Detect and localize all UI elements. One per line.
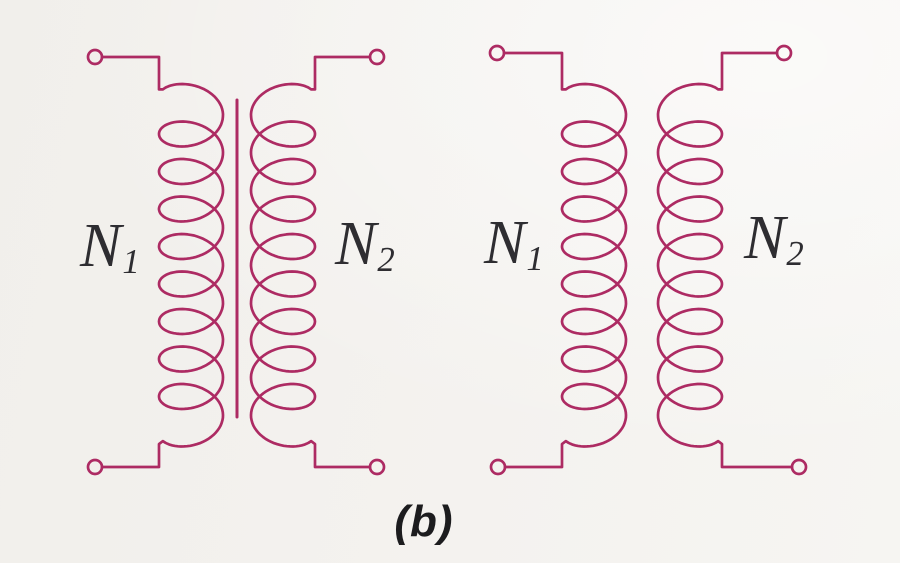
label-subscript: 2 <box>377 239 395 279</box>
circuit-strokes <box>86 44 808 476</box>
figure-caption: (b) <box>394 497 454 546</box>
top-terminal-icon <box>488 44 506 62</box>
label-letter: N <box>484 209 526 277</box>
winding-conductor-path <box>656 51 794 469</box>
winding-conductor-path <box>502 51 628 469</box>
right-transformer <box>488 44 808 476</box>
bottom-terminal-icon <box>86 458 104 476</box>
left-secondary-winding <box>249 48 386 476</box>
bottom-terminal-icon <box>790 458 808 476</box>
label-letter: N <box>744 204 786 272</box>
bottom-terminal-icon <box>368 458 386 476</box>
top-terminal-icon <box>775 44 793 62</box>
label-subscript: 2 <box>786 233 804 273</box>
left-secondary-turns-label: N2 <box>335 210 395 278</box>
left-transformer <box>86 48 386 476</box>
label-subscript: 1 <box>122 241 140 281</box>
top-terminal-icon <box>368 48 386 66</box>
winding-conductor-path <box>249 55 372 469</box>
label-letter: N <box>80 212 122 280</box>
right-primary-turns-label: N1 <box>484 209 544 277</box>
bottom-terminal-icon <box>489 458 507 476</box>
right-secondary-winding <box>656 44 808 476</box>
right-primary-winding <box>488 44 628 476</box>
left-primary-turns-label: N1 <box>80 212 140 280</box>
left-primary-winding <box>86 48 225 476</box>
winding-conductor-path <box>100 55 225 469</box>
label-letter: N <box>335 210 377 278</box>
top-terminal-icon <box>86 48 104 66</box>
right-secondary-turns-label: N2 <box>744 204 804 272</box>
label-subscript: 1 <box>526 238 544 278</box>
